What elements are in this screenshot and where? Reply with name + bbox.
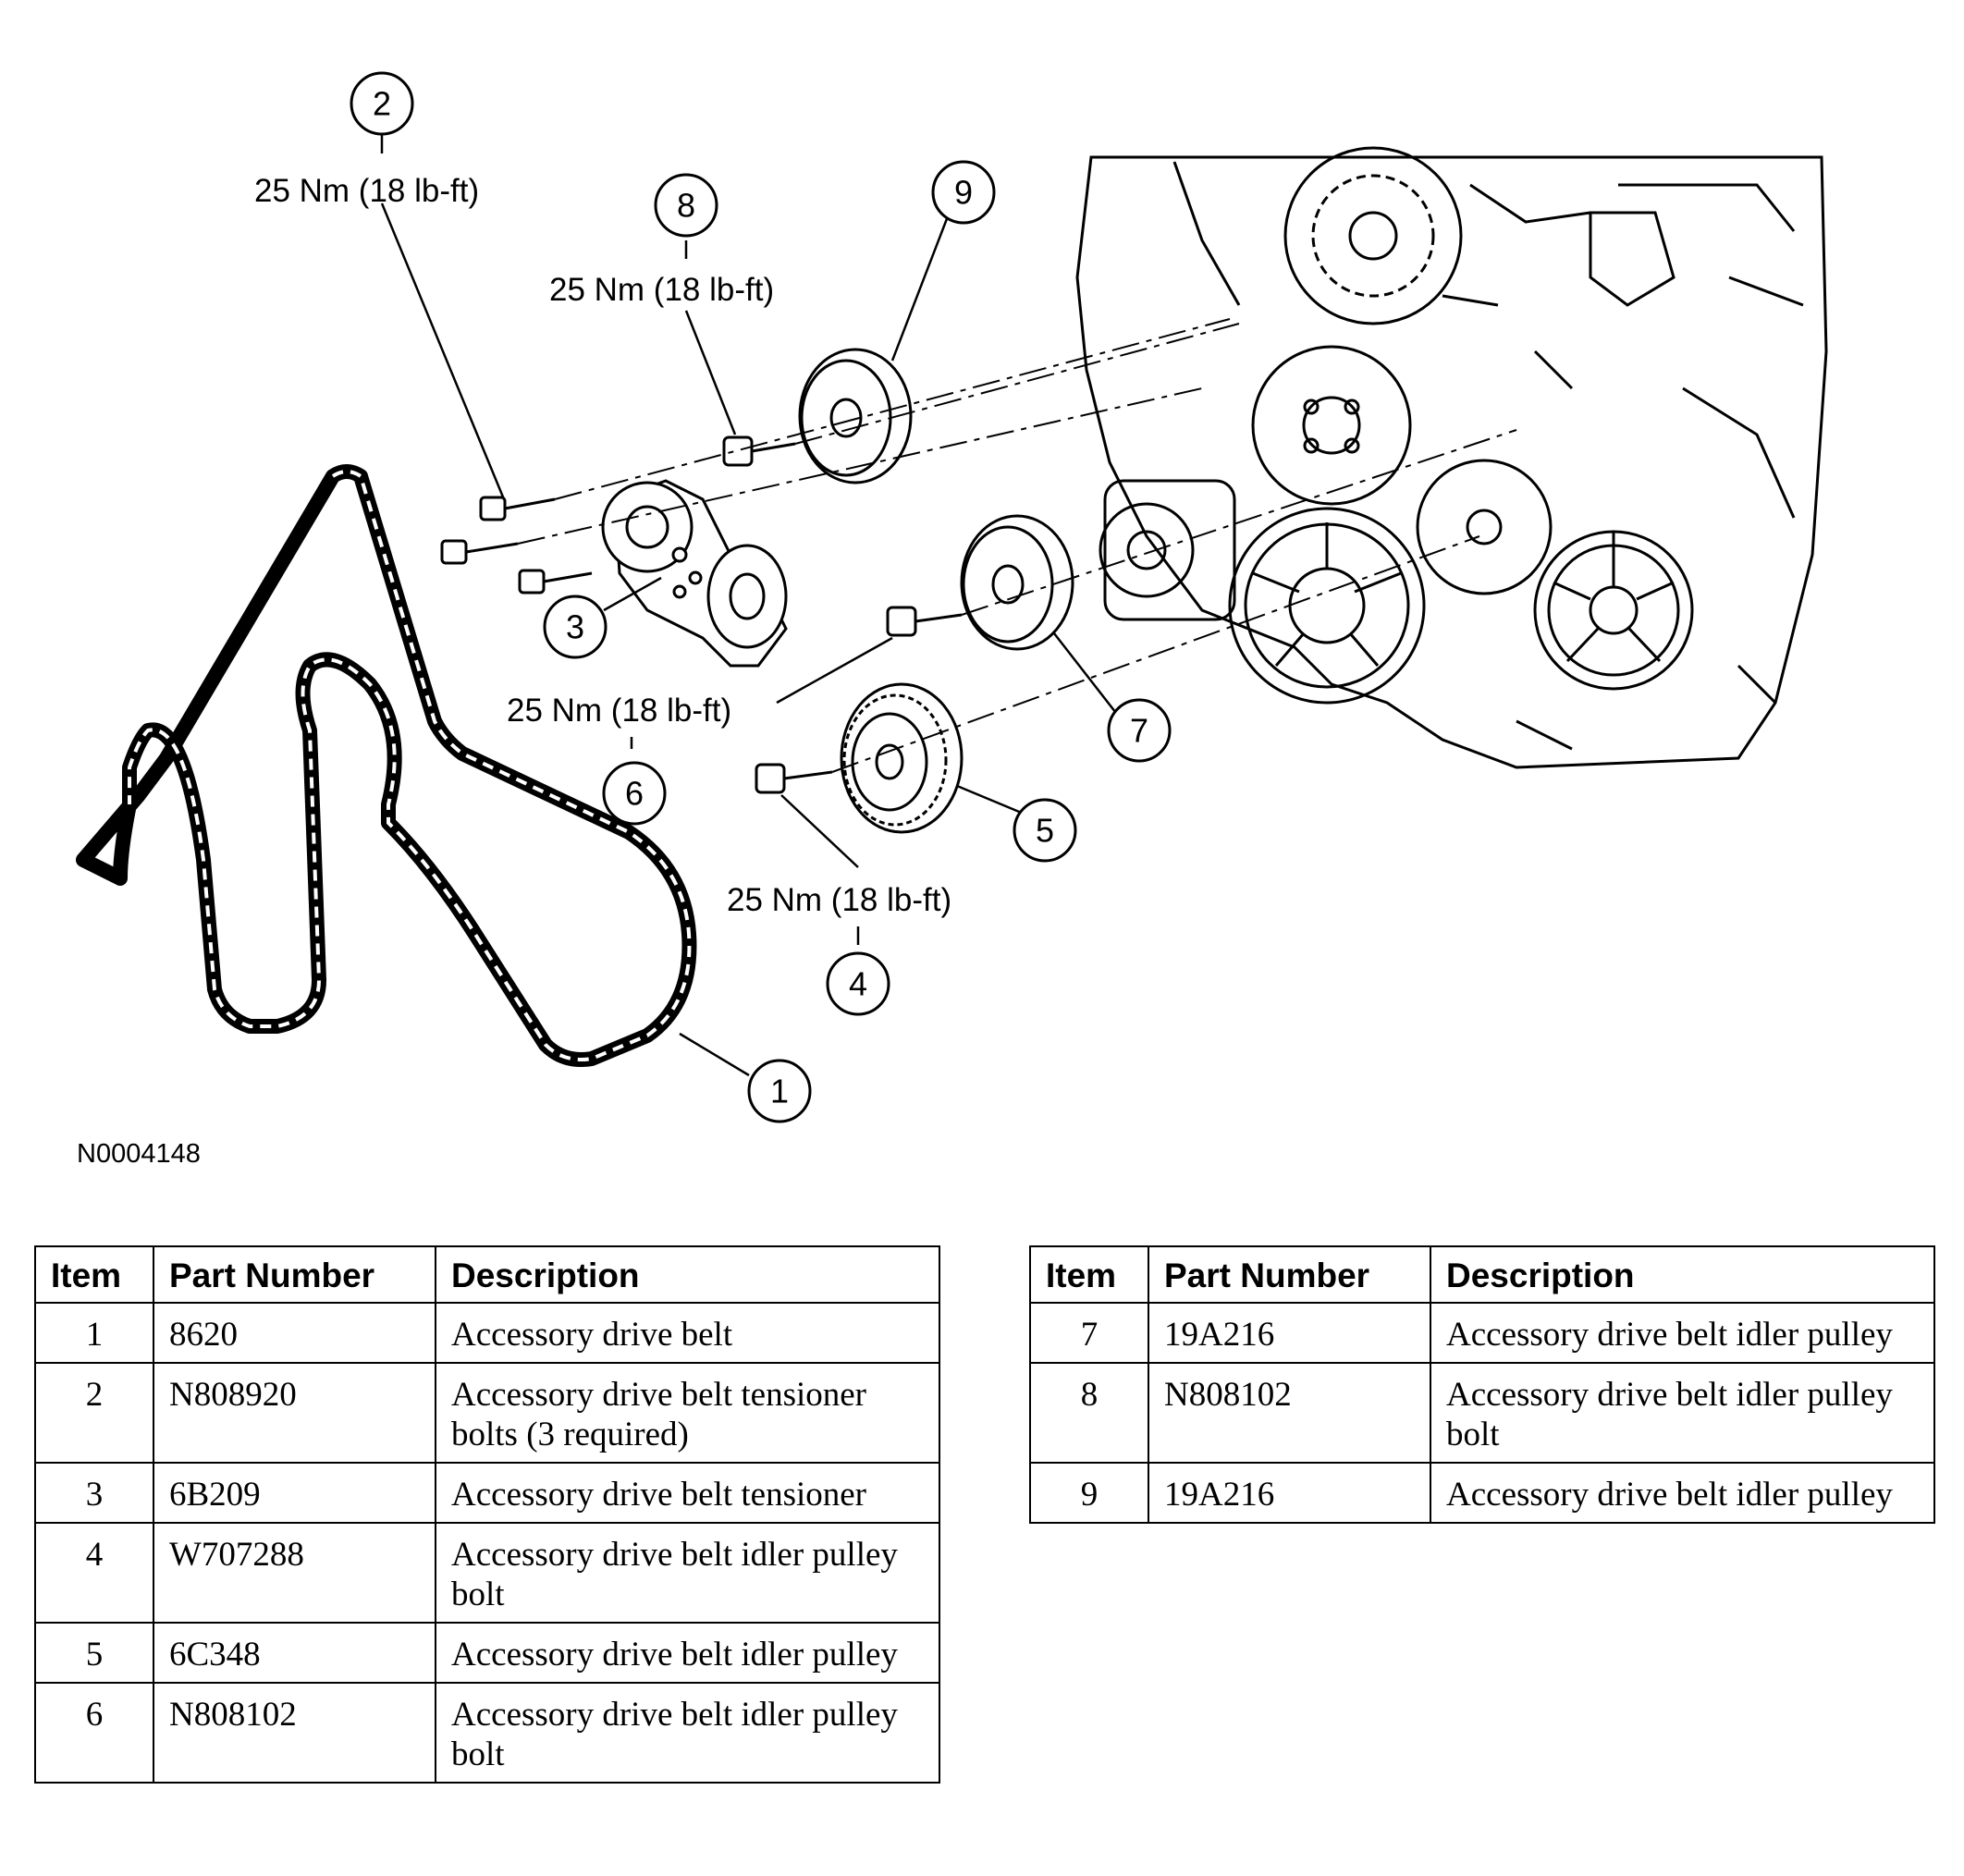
parts-table-right: Item Part Number Description 7 19A216 Ac… xyxy=(1029,1245,1935,1524)
cell-part-number: N808102 xyxy=(153,1682,436,1784)
table-row: 9 19A216 Accessory drive belt idler pull… xyxy=(1029,1462,1935,1524)
callout-1: 1 xyxy=(770,1073,789,1110)
cell-item: 2 xyxy=(34,1362,154,1464)
torque-label-item-8: 25 Nm (18 lb-ft) xyxy=(549,272,774,308)
cell-part-number: 6B209 xyxy=(153,1462,436,1524)
exploded-view-illustration: 25 Nm (18 lb-ft) 25 Nm (18 lb-ft) 25 Nm … xyxy=(76,71,1828,1123)
callout-5: 5 xyxy=(1036,812,1054,850)
cell-item: 8 xyxy=(1029,1362,1149,1464)
cell-item: 9 xyxy=(1029,1462,1149,1524)
cell-description: Accessory drive belt idler pulley bolt xyxy=(435,1682,940,1784)
table-row: 8 N808102 Accessory drive belt idler pul… xyxy=(1029,1362,1935,1464)
cell-part-number: W707288 xyxy=(153,1522,436,1624)
cell-description: Accessory drive belt tensioner bolts (3 … xyxy=(435,1362,940,1464)
cell-part-number: 8620 xyxy=(153,1302,436,1364)
cell-description: Accessory drive belt idler pulley xyxy=(435,1622,940,1684)
header-item: Item xyxy=(1029,1245,1149,1304)
table-row: 3 6B209 Accessory drive belt tensioner xyxy=(34,1462,940,1524)
cell-part-number: 19A216 xyxy=(1148,1302,1431,1364)
cell-item: 4 xyxy=(34,1522,154,1624)
table-header-row: Item Part Number Description xyxy=(1029,1245,1935,1304)
header-item: Item xyxy=(34,1245,154,1304)
cell-item: 3 xyxy=(34,1462,154,1524)
idler-pulleys xyxy=(798,348,1074,834)
table-row: 4 W707288 Accessory drive belt idler pul… xyxy=(34,1522,940,1624)
belt-tensioner xyxy=(601,479,788,668)
callout-9: 9 xyxy=(954,174,973,212)
cell-part-number: 19A216 xyxy=(1148,1462,1431,1524)
accessory-drive-belt xyxy=(76,464,697,1067)
leader-lines xyxy=(380,132,1120,1077)
torque-label-item-2: 25 Nm (18 lb-ft) xyxy=(254,173,479,209)
table-header-row: Item Part Number Description xyxy=(34,1245,940,1304)
cell-part-number: N808102 xyxy=(1148,1362,1431,1464)
parts-table-left: Item Part Number Description 1 8620 Acce… xyxy=(34,1245,940,1784)
cell-item: 5 xyxy=(34,1622,154,1684)
bolts xyxy=(440,435,963,794)
alignment-lines xyxy=(517,318,1517,773)
cell-description: Accessory drive belt idler pulley xyxy=(1430,1462,1935,1524)
header-part-number: Part Number xyxy=(153,1245,436,1304)
torque-label-item-6: 25 Nm (18 lb-ft) xyxy=(507,693,731,729)
callout-6: 6 xyxy=(625,775,644,813)
table-row: 6 N808102 Accessory drive belt idler pul… xyxy=(34,1682,940,1784)
cell-item: 1 xyxy=(34,1302,154,1364)
callouts xyxy=(350,71,1172,1123)
header-part-number: Part Number xyxy=(1148,1245,1431,1304)
figure-id: N0004148 xyxy=(77,1139,201,1169)
cell-part-number: 6C348 xyxy=(153,1622,436,1684)
table-row: 2 N808920 Accessory drive belt tensioner… xyxy=(34,1362,940,1464)
callout-4: 4 xyxy=(849,965,867,1003)
engine-assembly xyxy=(1075,146,1828,769)
cell-item: 7 xyxy=(1029,1302,1149,1364)
callout-2: 2 xyxy=(373,85,391,123)
cell-description: Accessory drive belt idler pulley bolt xyxy=(435,1522,940,1624)
table-row: 7 19A216 Accessory drive belt idler pull… xyxy=(1029,1302,1935,1364)
callout-3: 3 xyxy=(566,608,584,646)
cell-description: Accessory drive belt xyxy=(435,1302,940,1364)
callout-8: 8 xyxy=(677,187,695,225)
cell-part-number: N808920 xyxy=(153,1362,436,1464)
cell-description: Accessory drive belt idler pulley xyxy=(1430,1302,1935,1364)
header-description: Description xyxy=(1430,1245,1935,1304)
table-row: 5 6C348 Accessory drive belt idler pulle… xyxy=(34,1622,940,1684)
callout-7: 7 xyxy=(1130,712,1148,750)
cell-description: Accessory drive belt tensioner xyxy=(435,1462,940,1524)
torque-label-item-4: 25 Nm (18 lb-ft) xyxy=(727,882,951,918)
cell-description: Accessory drive belt idler pulley bolt xyxy=(1430,1362,1935,1464)
table-row: 1 8620 Accessory drive belt xyxy=(34,1302,940,1364)
cell-item: 6 xyxy=(34,1682,154,1784)
header-description: Description xyxy=(435,1245,940,1304)
